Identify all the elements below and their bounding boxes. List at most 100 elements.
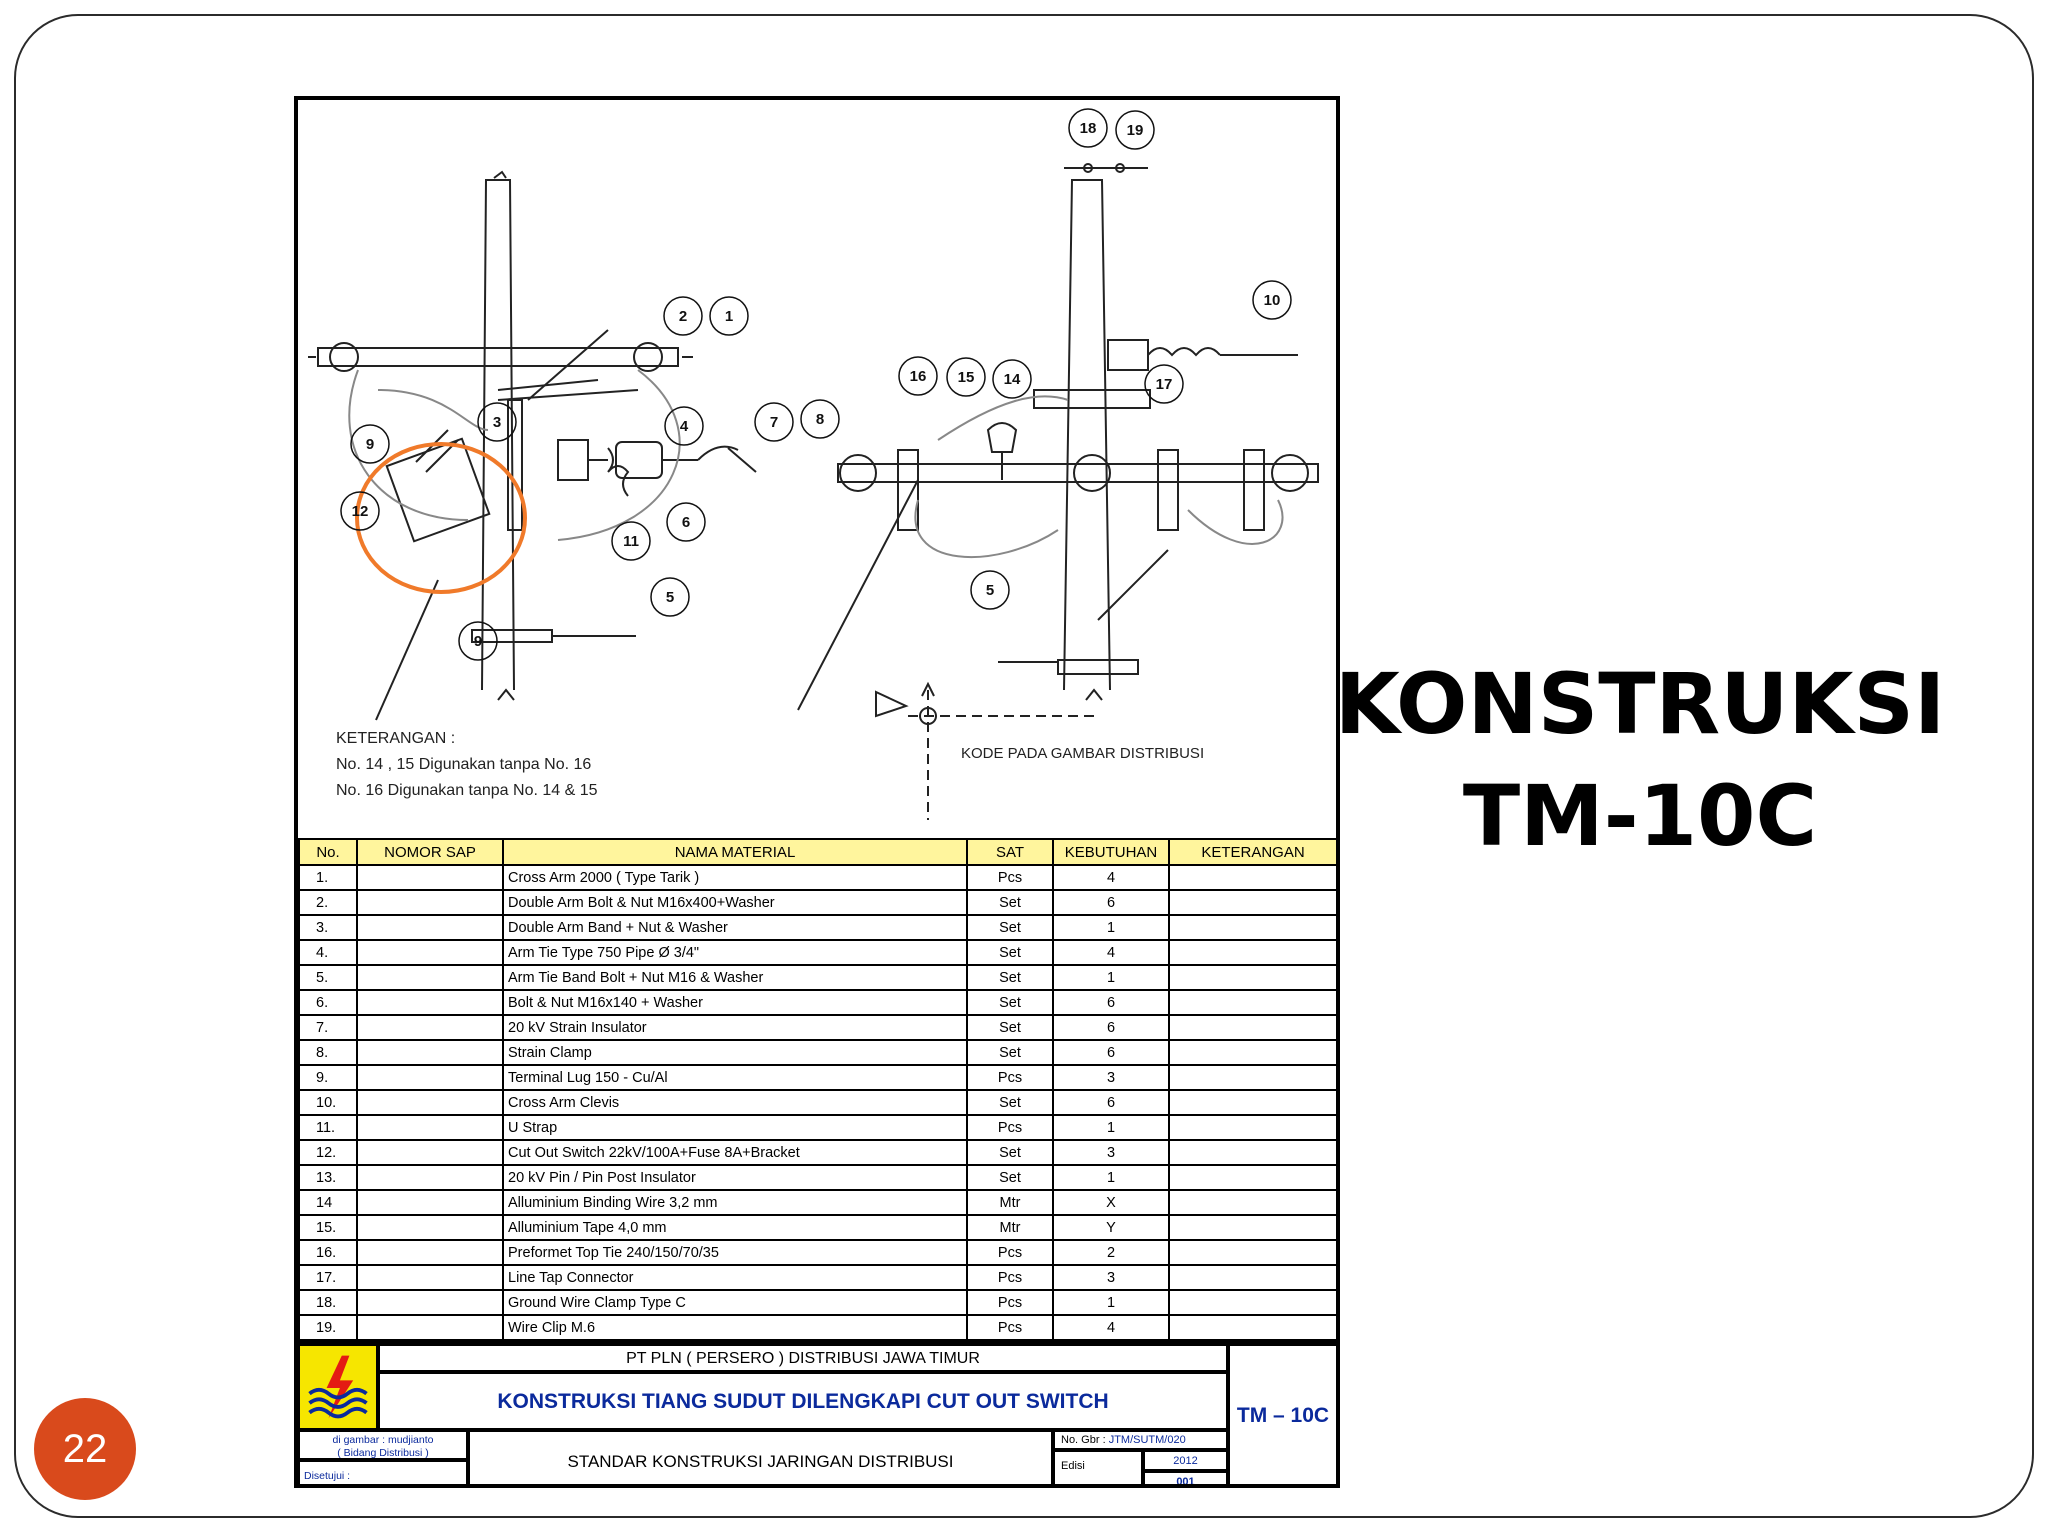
drawn-by: di gambar : mudjianto ( Bidang Distribus… [298, 1430, 468, 1460]
materials-table: No. NOMOR SAP NAMA MATERIAL SAT KEBUTUHA… [298, 838, 1336, 1341]
cell-no: 10. [298, 1089, 358, 1116]
note-line-1: No. 14 , 15 Digunakan tanpa No. 16 [336, 756, 592, 773]
cell-sat: Set [966, 1014, 1054, 1041]
cell-sap [356, 1039, 504, 1066]
cell-qty: 1 [1052, 1114, 1170, 1141]
cell-name: Arm Tie Band Bolt + Nut M16 & Washer [502, 964, 968, 991]
cell-ket [1168, 1064, 1336, 1091]
cell-qty: 6 [1052, 1014, 1170, 1041]
pln-logo [298, 1344, 378, 1430]
slide-title: KONSTRUKSI TM-10C [1300, 648, 1980, 872]
header-sap: NOMOR SAP [356, 838, 504, 866]
cell-qty: 1 [1052, 1289, 1170, 1316]
cell-no: 8. [298, 1039, 358, 1066]
cell-qty: 3 [1052, 1139, 1170, 1166]
callout-11: 11 [623, 533, 639, 550]
callout-8: 8 [816, 411, 824, 428]
header-no: No. [298, 838, 358, 866]
cell-ket [1168, 1014, 1336, 1041]
cell-qty: 3 [1052, 1064, 1170, 1091]
cell-sap [356, 864, 504, 891]
cell-no: 4. [298, 939, 358, 966]
callout-17: 17 [1156, 376, 1173, 393]
title-block: PT PLN ( PERSERO ) DISTRIBUSI JAWA TIMUR… [298, 1340, 1336, 1484]
no-gbr-label: No. Gbr : [1061, 1434, 1106, 1446]
cell-sat: Set [966, 889, 1054, 916]
cell-ket [1168, 939, 1336, 966]
cell-qty: X [1052, 1189, 1170, 1216]
cell-sap [356, 1239, 504, 1266]
cell-sap [356, 1089, 504, 1116]
cell-sap [356, 1314, 504, 1341]
cell-name: 20 kV Pin / Pin Post Insulator [502, 1164, 968, 1191]
technical-drawing: 2 1 3 4 7 8 9 6 11 12 5 9 18 19 10 16 15… [298, 100, 1336, 838]
cell-qty: 2 [1052, 1239, 1170, 1266]
drawn-by-line-2: ( Bidang Distribusi ) [337, 1447, 429, 1459]
cell-no: 18. [298, 1289, 358, 1316]
cell-qty: 6 [1052, 989, 1170, 1016]
cell-qty: 1 [1052, 914, 1170, 941]
cell-no: 7. [298, 1014, 358, 1041]
callout-9-top: 9 [366, 436, 374, 453]
cell-no: 15. [298, 1214, 358, 1241]
cell-no: 12. [298, 1139, 358, 1166]
cell-sap [356, 914, 504, 941]
cell-sap [356, 939, 504, 966]
cell-name: Cross Arm Clevis [502, 1089, 968, 1116]
cell-qty: 3 [1052, 1264, 1170, 1291]
cell-qty: 4 [1052, 939, 1170, 966]
page-number-badge: 22 [34, 1398, 136, 1500]
cell-ket [1168, 914, 1336, 941]
slide-frame [14, 14, 2034, 1518]
callout-3: 3 [493, 414, 501, 431]
callout-15: 15 [958, 369, 975, 386]
cell-name: Strain Clamp [502, 1039, 968, 1066]
cell-sat: Pcs [966, 1064, 1054, 1091]
cell-ket [1168, 1164, 1336, 1191]
cell-ket [1168, 1139, 1336, 1166]
cell-sat: Pcs [966, 864, 1054, 891]
cell-qty: 6 [1052, 1089, 1170, 1116]
notes-heading: KETERANGAN : [336, 730, 456, 747]
edition-number: 001 [1143, 1471, 1228, 1484]
cell-no: 16. [298, 1239, 358, 1266]
cell-sat: Pcs [966, 1264, 1054, 1291]
drawn-by-line-1: di gambar : mudjianto [332, 1434, 434, 1446]
header-name: NAMA MATERIAL [502, 838, 968, 866]
pln-logo-icon [303, 1349, 373, 1425]
cell-no: 3. [298, 914, 358, 941]
callout-16: 16 [910, 368, 927, 385]
cell-name: 20 kV Strain Insulator [502, 1014, 968, 1041]
header-ket: KETERANGAN [1168, 838, 1336, 866]
cell-name: Bolt & Nut M16x140 + Washer [502, 989, 968, 1016]
cell-qty: 1 [1052, 1164, 1170, 1191]
cell-sap [356, 989, 504, 1016]
cell-ket [1168, 1214, 1336, 1241]
no-gbr-value: JTM/SUTM/020 [1108, 1434, 1186, 1446]
cell-name: Cross Arm 2000 ( Type Tarik ) [502, 864, 968, 891]
right-pole [1063, 179, 1111, 691]
callout-10: 10 [1264, 292, 1281, 309]
cell-ket [1168, 1264, 1336, 1291]
callout-12: 12 [352, 503, 369, 520]
cell-sap [356, 1264, 504, 1291]
cell-sap [356, 1114, 504, 1141]
cell-ket [1168, 1039, 1336, 1066]
company-name: PT PLN ( PERSERO ) DISTRIBUSI JAWA TIMUR [378, 1344, 1228, 1372]
cell-name: Terminal Lug 150 - Cu/Al [502, 1064, 968, 1091]
cell-no: 13. [298, 1164, 358, 1191]
cell-ket [1168, 1114, 1336, 1141]
cell-no: 2. [298, 889, 358, 916]
cell-name: Arm Tie Type 750 Pipe Ø 3/4" [502, 939, 968, 966]
note-line-2: No. 16 Digunakan tanpa No. 14 & 15 [336, 782, 598, 799]
cell-no: 5. [298, 964, 358, 991]
